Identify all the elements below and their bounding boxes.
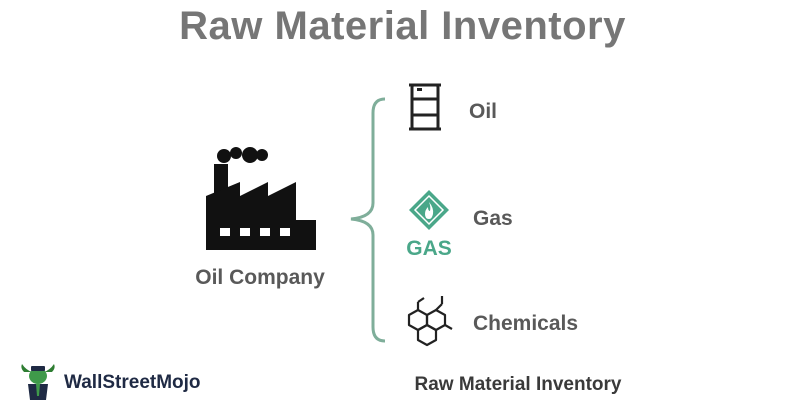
- molecule-icon: [407, 296, 453, 347]
- material-label-gas: Gas: [473, 207, 513, 230]
- oil-barrel-icon: [409, 83, 441, 131]
- brand-name: WallStreetMojo: [64, 372, 201, 393]
- gas-icon-text: GAS: [406, 237, 452, 260]
- bull-mascot-icon: [21, 364, 55, 400]
- company-label: Oil Company: [195, 266, 325, 289]
- page-title: Raw Material Inventory: [179, 4, 626, 48]
- material-label-chemicals: Chemicals: [473, 312, 579, 335]
- gas-diamond-icon: GAS: [406, 190, 452, 260]
- curly-brace: [350, 97, 386, 343]
- diagram-caption: Raw Material Inventory: [414, 374, 622, 395]
- material-label-oil: Oil: [469, 100, 498, 123]
- factory-icon: [206, 147, 316, 250]
